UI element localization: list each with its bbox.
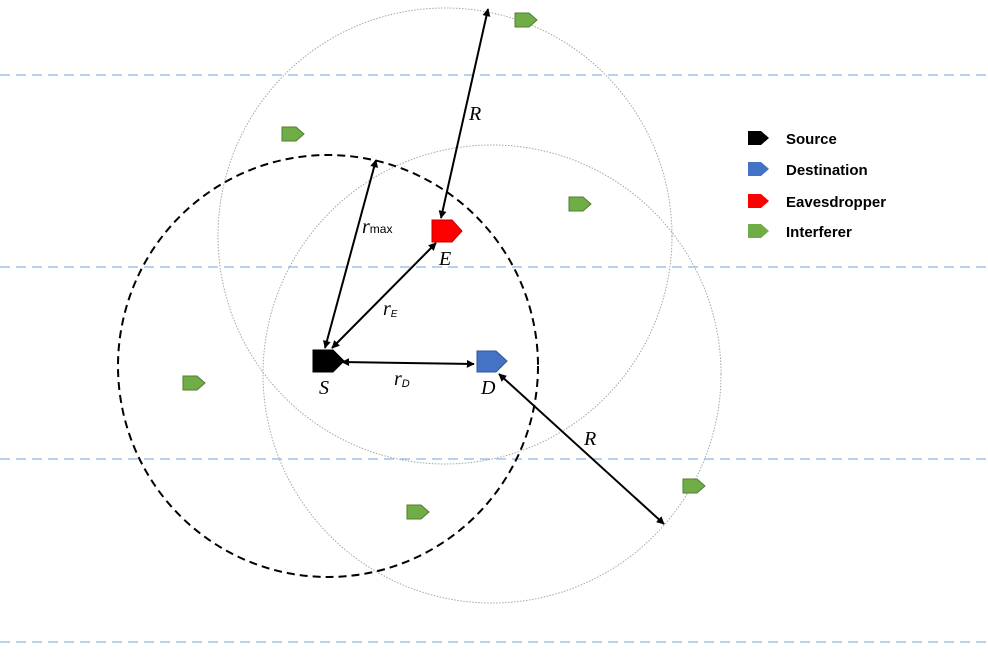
legend-label-source: Source bbox=[786, 131, 837, 148]
interferer-marker-3 bbox=[568, 196, 592, 212]
r-d-label: rD bbox=[394, 368, 410, 390]
r-max-arrow bbox=[323, 159, 378, 349]
legend-item-source: Source bbox=[748, 131, 837, 148]
r-e-label: rE bbox=[383, 298, 398, 320]
pentagon-marker-icon bbox=[748, 194, 769, 208]
destination-range-circle bbox=[262, 144, 722, 604]
interferer-marker-1 bbox=[514, 12, 538, 28]
r-bottom-arrow bbox=[498, 373, 665, 525]
eavesdropper-label: E bbox=[438, 248, 451, 270]
pentagon-marker-icon bbox=[748, 131, 769, 145]
source-node bbox=[312, 349, 345, 373]
legend-item-interferer: Interferer bbox=[748, 224, 852, 241]
legend-label-eavesdropper: Eavesdropper bbox=[786, 194, 886, 211]
r-d-arrow bbox=[341, 358, 475, 368]
eavesdropper-range-circle bbox=[217, 7, 673, 465]
r-bottom-label: R bbox=[583, 428, 596, 450]
legend: Source Destination Eavesdropper Interfer… bbox=[748, 131, 886, 241]
eavesdropper-node bbox=[431, 219, 463, 243]
destination-label: D bbox=[480, 377, 496, 399]
pentagon-marker-icon bbox=[748, 162, 769, 176]
r-top-label: R bbox=[468, 103, 481, 125]
source-rmax-circle bbox=[117, 154, 539, 578]
legend-label-destination: Destination bbox=[786, 162, 868, 179]
legend-item-destination: Destination bbox=[748, 162, 868, 179]
interferer-marker-4 bbox=[182, 375, 206, 391]
interferer-marker-6 bbox=[406, 504, 430, 520]
interferer-marker-2 bbox=[281, 126, 305, 142]
pentagon-marker-icon bbox=[748, 224, 769, 238]
r-e-arrow bbox=[331, 242, 437, 349]
source-label: S bbox=[319, 377, 329, 399]
interferer-marker-5 bbox=[682, 478, 706, 494]
legend-label-interferer: Interferer bbox=[786, 224, 852, 241]
legend-item-eavesdropper: Eavesdropper bbox=[748, 194, 886, 211]
r-max-label: rmax bbox=[362, 216, 392, 238]
destination-node bbox=[476, 350, 508, 373]
r-top-arrow bbox=[438, 8, 491, 219]
